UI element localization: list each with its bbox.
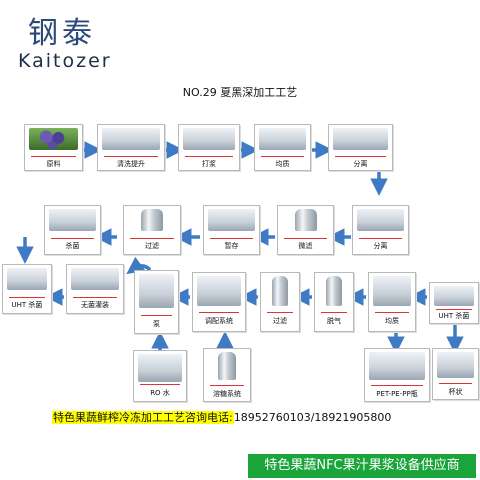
step-label: 过滤 [145,242,159,250]
step-label: 均质 [385,317,399,325]
diagram-title: NO.29 夏黑深加工工艺 [182,86,298,99]
step-node-wash-lift: 清洗提升 [97,124,165,171]
blending-tank-image [197,276,241,306]
step-label: UHT 杀菌 [11,301,43,309]
brand-logo-english: Kaitozer [18,50,112,72]
step-node-storage: 暂存 [203,205,260,255]
step-node-separate-1: 分离 [328,124,393,171]
step-label: 杀菌 [65,242,80,250]
step-label: 暂存 [224,242,239,250]
pump-image [139,274,174,308]
step-label: 脱气 [327,317,341,325]
step-label: 调配系统 [205,317,233,325]
separator-image [357,209,404,231]
step-label: 泵 [153,320,160,328]
uht-image [434,286,474,306]
step-node-homogenize-2: 均质 [368,272,416,332]
homogenizer-image [259,128,306,150]
sterilizer-image [49,209,96,231]
step-node-microfilter: 微滤 [277,205,334,255]
step-node-filter-2: 过滤 [260,272,300,332]
step-node-sugar-dissolving: 溶糖系统 [203,348,251,402]
step-label: 杯状 [448,388,463,396]
step-node-blending: 调配系统 [192,272,246,332]
step-node-raw-material: 原料 [24,124,83,171]
bottle-line-image [369,352,425,380]
sugar-tank-image [217,352,237,380]
step-node-pump: 泵 [134,270,179,334]
microfilter-image [294,209,317,231]
consultation-hotline: 特色果蔬鲜榨冷冻加工工艺咨询电话:18952760103/18921905800 [52,409,391,425]
step-label: 清洗提升 [117,160,145,168]
filter-image [272,276,288,306]
step-node-ro-water: RO 水 [133,350,187,402]
brand-logo-chinese: 钢泰 [28,16,96,51]
uht-image [7,268,47,290]
step-node-aseptic-filling: 无菌灌装 [66,264,124,314]
hotline-label: 特色果蔬鲜榨冷冻加工工艺咨询电话: [52,411,234,424]
step-node-sterilize: 杀菌 [44,205,101,255]
step-node-uht-right: UHT 杀菌 [429,282,479,324]
supplier-banner: 特色果蔬NFC果汁果浆设备供应商 [248,454,476,478]
step-label: 溶糖系统 [213,390,241,398]
step-node-separate-2: 分离 [352,205,409,255]
pulper-image [183,128,235,150]
grape-image [29,128,78,150]
ro-system-image [138,354,182,382]
hotline-phone: 18952760103/18921905800 [233,411,392,424]
step-label: 原料 [46,160,61,168]
step-label: 分离 [353,160,368,168]
step-label: 均质 [275,160,290,168]
step-label: PET-PE-PP瓶 [376,390,418,398]
step-label: 分离 [373,242,388,250]
step-node-degas: 脱气 [314,272,354,332]
step-node-cup: 杯状 [432,348,479,400]
step-label: RO 水 [150,389,170,397]
step-label: 无菌灌装 [81,301,109,309]
storage-tank-image [208,209,255,231]
step-label: 微滤 [298,242,313,250]
degasser-image [326,276,342,306]
arrow-pump-to-filler [126,256,152,275]
step-node-pet-bottle: PET-PE-PP瓶 [364,348,430,402]
step-node-pulping: 打浆 [178,124,240,171]
step-node-uht-left: UHT 杀菌 [2,264,52,314]
washer-image [102,128,160,150]
separator-image [333,128,388,150]
filler-image [71,268,119,290]
cup-line-image [437,352,474,378]
filter-image [140,209,164,231]
step-node-homogenize-1: 均质 [254,124,311,171]
step-label: 打浆 [202,160,216,168]
step-label: 过滤 [273,317,287,325]
step-label: UHT 杀菌 [438,312,470,320]
step-node-filter-1: 过滤 [123,205,181,255]
homogenizer-image [373,276,411,306]
